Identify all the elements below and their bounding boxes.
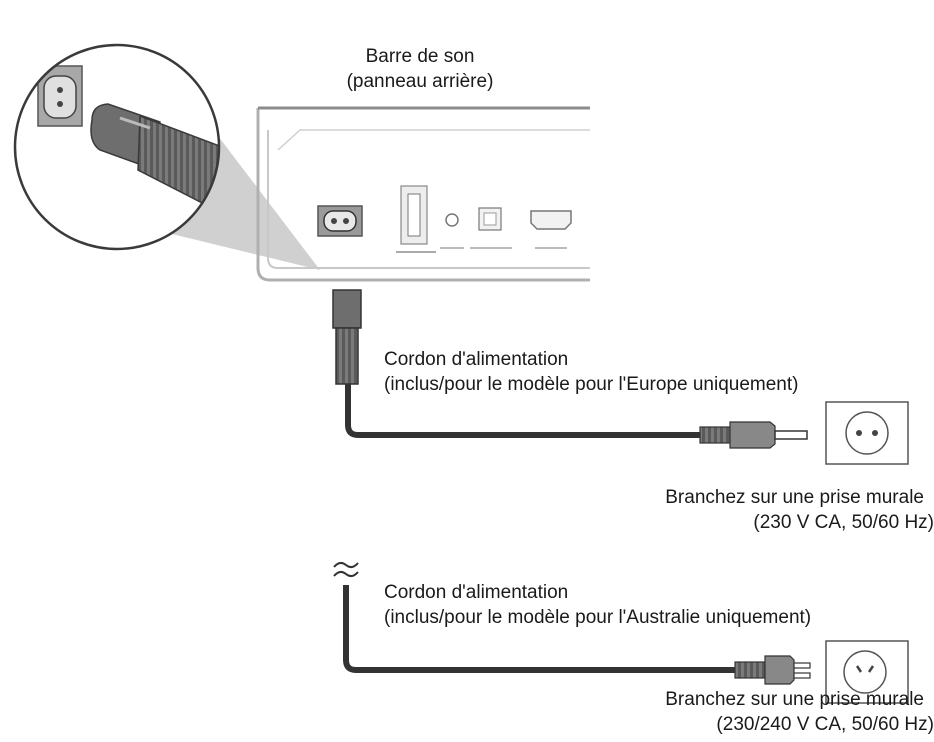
aux-in-icon — [440, 213, 464, 249]
optical-in-icon — [470, 207, 512, 249]
europe-cord-note: (inclus/pour le modèle pour l'Europe uni… — [384, 374, 799, 395]
hdmi-port-icon — [530, 210, 572, 249]
australia-cord — [333, 561, 909, 704]
australia-cord-label: Cordon d'alimentation (inclus/pour le mo… — [384, 580, 811, 630]
europe-cord — [332, 289, 909, 465]
europe-cord-label: Cordon d'alimentation (inclus/pour le mo… — [384, 347, 798, 397]
australia-cord-note: (inclus/pour le modèle pour l'Australie … — [384, 607, 812, 628]
australia-outlet-spec: (230/240 V CA, 50/60 Hz) — [716, 714, 934, 735]
australia-outlet-instruction: Branchez sur une prise murale — [665, 689, 924, 710]
soundbar-label: Barre de son (panneau arrière) — [330, 44, 510, 94]
connection-diagram — [13, 43, 909, 704]
europe-outlet-instruction: Branchez sur une prise murale — [665, 487, 924, 508]
cable-break-icon — [333, 561, 359, 578]
europe-plug-icon — [699, 421, 808, 449]
europe-outlet-spec: (230 V CA, 50/60 Hz) — [753, 512, 934, 533]
ac-inlet-icon — [317, 205, 363, 237]
australia-cord-title: Cordon d'alimentation — [384, 582, 569, 603]
soundbar-label-line2: (panneau arrière) — [346, 71, 494, 92]
europe-outlet-label: Branchez sur une prise murale (230 V CA,… — [520, 485, 934, 535]
europe-wall-outlet-icon — [825, 401, 909, 465]
service-port-icon — [396, 185, 436, 253]
magnified-view — [13, 43, 221, 251]
europe-cord-title: Cordon d'alimentation — [384, 349, 569, 370]
australia-plug-icon — [734, 655, 811, 685]
soundbar-rear-panel — [256, 106, 590, 282]
australia-outlet-label: Branchez sur une prise murale (230/240 V… — [520, 687, 934, 737]
australia-wall-outlet-icon — [825, 640, 909, 704]
soundbar-label-line1: Barre de son — [365, 46, 475, 67]
